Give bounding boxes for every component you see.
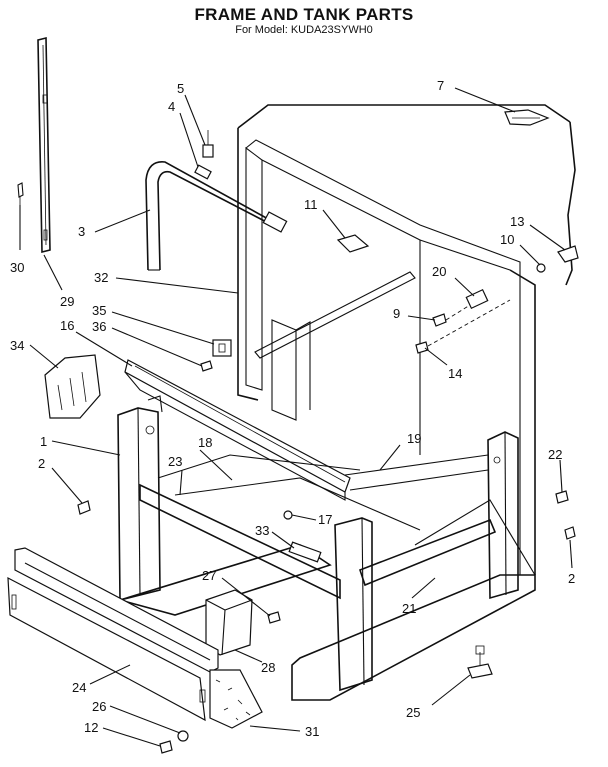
callout-14: 14 xyxy=(448,366,462,381)
callout-16: 16 xyxy=(60,318,74,333)
screw-27 xyxy=(267,611,281,624)
sleeve-20 xyxy=(465,288,489,310)
base-plate xyxy=(291,574,536,701)
inner-rails xyxy=(254,271,416,421)
callout-1: 1 xyxy=(40,434,47,449)
callout-5: 5 xyxy=(177,81,184,96)
callout-33: 33 xyxy=(255,523,269,538)
toe-panel-24 xyxy=(7,547,219,722)
part-33 xyxy=(288,541,322,563)
screw-2-right xyxy=(564,526,576,540)
callout-23: 23 xyxy=(168,454,182,469)
model-subtitle: For Model: KUDA23SYWH0 xyxy=(235,24,373,36)
callout-labels: 1 2 3 4 5 7 9 10 11 12 13 14 16 17 18 19… xyxy=(10,78,575,739)
side-rail xyxy=(37,36,51,254)
screw-14 xyxy=(415,341,429,354)
callout-2-left: 2 xyxy=(38,456,45,471)
diagram-title: FRAME AND TANK PARTS xyxy=(194,5,414,24)
callout-18: 18 xyxy=(198,435,212,450)
screw-12 xyxy=(159,740,173,754)
callout-21: 21 xyxy=(402,601,416,616)
callout-3: 3 xyxy=(78,224,85,239)
callout-7: 7 xyxy=(437,78,444,93)
callout-11: 11 xyxy=(304,197,318,212)
callout-2-right: 2 xyxy=(568,571,575,586)
callout-24: 24 xyxy=(72,680,86,695)
screw-2-left xyxy=(77,500,91,515)
callout-22: 22 xyxy=(548,447,562,462)
clip-26 xyxy=(177,730,189,742)
callout-32: 32 xyxy=(94,270,108,285)
bolt-5 xyxy=(202,130,214,158)
tank xyxy=(237,104,576,575)
screw-30 xyxy=(17,182,24,205)
callout-20: 20 xyxy=(432,264,446,279)
bracket-11 xyxy=(336,234,370,253)
screw-17 xyxy=(283,510,293,520)
box-28 xyxy=(205,589,253,656)
insulation-31 xyxy=(209,669,263,729)
callout-17: 17 xyxy=(318,512,332,527)
clip-7 xyxy=(504,109,550,126)
callout-28: 28 xyxy=(261,660,275,675)
nut-10 xyxy=(536,263,546,273)
callout-12: 12 xyxy=(84,720,98,735)
callout-4: 4 xyxy=(168,99,175,114)
channel-16 xyxy=(124,359,351,501)
tube-3 xyxy=(145,161,288,271)
leveling-leg-25 xyxy=(467,645,493,679)
callout-35: 35 xyxy=(92,303,106,318)
callout-29: 29 xyxy=(60,294,74,309)
leader-lines xyxy=(19,87,573,747)
callout-25: 25 xyxy=(406,705,420,720)
callout-30: 30 xyxy=(10,260,24,275)
screw-9 xyxy=(432,313,447,327)
valve-35 xyxy=(212,339,232,357)
callout-27: 27 xyxy=(202,568,216,583)
bracket-34 xyxy=(44,354,101,419)
screw-22 xyxy=(555,490,569,504)
callout-10: 10 xyxy=(500,232,514,247)
frame xyxy=(117,395,536,692)
callout-26: 26 xyxy=(92,699,106,714)
callout-36: 36 xyxy=(92,319,106,334)
callout-31: 31 xyxy=(305,724,319,739)
callout-13: 13 xyxy=(510,214,524,229)
callout-9: 9 xyxy=(393,306,400,321)
bracket-13 xyxy=(557,245,579,263)
screw-36 xyxy=(200,360,213,372)
callout-34: 34 xyxy=(10,338,24,353)
callout-19: 19 xyxy=(407,431,421,446)
